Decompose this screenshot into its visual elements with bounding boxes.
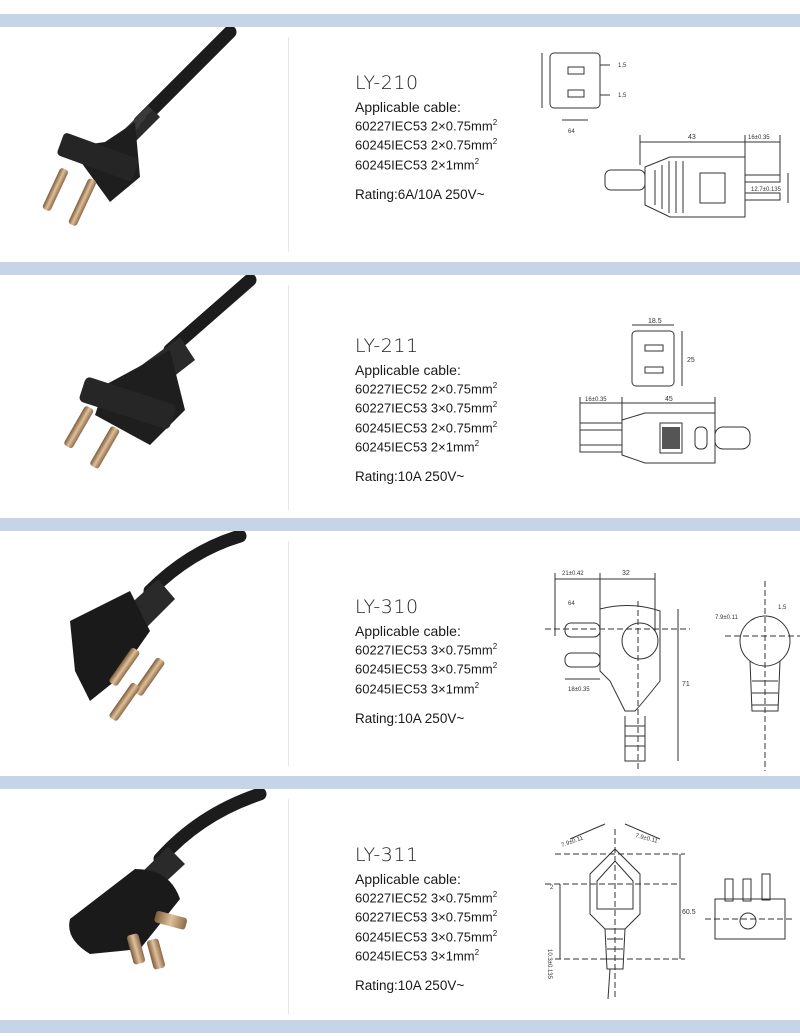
technical-drawing-ly-210: 1.5 1.5 64 43 16±0.35 12.7±0.135 xyxy=(541,52,789,218)
cable-line: 60227IEC52 2×0.75mm2 xyxy=(355,381,498,397)
applicable-label: Applicable cable: xyxy=(355,99,461,115)
dim-label: 16±0.35 xyxy=(748,135,770,141)
cable-line: 60245IEC53 3×1mm2 xyxy=(355,680,480,696)
spec-block: LY-210 Applicable cable: 60227IEC53 2×0.… xyxy=(355,72,497,202)
dim-label: 10.3±0.135 xyxy=(546,949,552,980)
cable-line: 60245IEC53 2×0.75mm2 xyxy=(355,419,498,435)
cable-line: 60245IEC53 3×0.75mm2 xyxy=(355,661,498,677)
cable-line: 60245IEC53 3×1mm2 xyxy=(355,947,480,964)
card-divider xyxy=(288,799,289,1014)
product-card-ly-210: LY-210 Applicable cable: 60227IEC53 2×0.… xyxy=(0,27,800,262)
dim-label: 16±0.35 xyxy=(585,397,607,403)
applicable-label: Applicable cable: xyxy=(355,871,461,887)
cable-line: 60227IEC53 2×0.75mm2 xyxy=(355,118,498,134)
dim-label: 60.5 xyxy=(682,909,696,916)
cable-line: 60227IEC53 3×0.75mm2 xyxy=(355,642,498,658)
dim-label: 18.5 xyxy=(648,318,662,325)
cable-line: 60245IEC53 2×0.75mm2 xyxy=(355,137,498,153)
separator-band xyxy=(0,262,800,275)
separator-band xyxy=(0,518,800,531)
dim-label: 21±0.42 xyxy=(562,571,584,577)
card-divider xyxy=(288,37,289,252)
rating: Rating:10A 250V~ xyxy=(355,710,465,726)
dim-label: 64 xyxy=(568,129,575,135)
rating: Rating:10A 250V~ xyxy=(355,978,465,994)
cable-line: 60245IEC53 2×1mm2 xyxy=(355,156,480,172)
plug-photo-ly-211 xyxy=(64,275,257,469)
dim-label: 1.5 xyxy=(618,63,627,69)
dim-label: 25 xyxy=(687,357,695,364)
dim-label: 71 xyxy=(682,681,690,688)
dim-label: 2 xyxy=(550,885,554,891)
cable-line: 60227IEC53 3×0.75mm2 xyxy=(355,909,498,925)
separator-band xyxy=(0,14,800,27)
cable-line: 60245IEC53 2×1mm2 xyxy=(355,438,480,455)
dim-label: 43 xyxy=(688,134,696,141)
technical-drawing-ly-211: 18.5 25 16±0.35 45 xyxy=(579,318,751,464)
model-name: LY-210 xyxy=(355,72,419,94)
spec-block: LY-211 Applicable cable: 60227IEC52 2×0.… xyxy=(355,335,497,484)
card-divider xyxy=(288,541,289,766)
dim-label: 1.5 xyxy=(778,605,787,611)
spec-block: LY-310 Applicable cable: 60227IEC53 3×0.… xyxy=(355,596,497,726)
cable-line: 60245IEC53 3×0.75mm2 xyxy=(355,928,498,944)
separator-band xyxy=(0,776,800,789)
technical-drawing-ly-310: 21±0.42 32 64 71 18±0.35 7.9±0.11 1.5 xyxy=(545,570,800,771)
dim-label: 7.9±0.11 xyxy=(634,833,658,845)
rating: Rating:6A/10A 250V~ xyxy=(355,186,485,202)
drawing-fill xyxy=(662,427,680,449)
plug-photo-ly-310 xyxy=(70,531,247,721)
product-card-ly-310: LY-310 Applicable cable: 60227IEC53 3×0.… xyxy=(0,531,800,776)
cable-line: 60227IEC53 3×0.75mm2 xyxy=(355,400,498,416)
dim-label: 12.7±0.135 xyxy=(751,187,782,193)
dim-label: 64 xyxy=(568,601,575,607)
applicable-label: Applicable cable: xyxy=(355,362,461,378)
model-name: LY-310 xyxy=(355,596,419,618)
dim-label: 1.5 xyxy=(618,93,627,99)
rating: Rating:10A 250V~ xyxy=(355,469,465,485)
dim-label: 7.9±0.11 xyxy=(715,615,739,621)
dim-label: 32 xyxy=(622,570,630,577)
product-card-ly-311: LY-311 Applicable cable: 60227IEC52 3×0.… xyxy=(0,789,800,1020)
cable-line: 60227IEC52 3×0.75mm2 xyxy=(355,890,498,906)
product-card-ly-211: LY-211 Applicable cable: 60227IEC52 2×0.… xyxy=(0,275,800,518)
plug-photo-ly-210 xyxy=(42,27,237,226)
technical-drawing-ly-311: 7.9±0.11 7.9±0.11 60.5 10.3±0.135 2 xyxy=(545,823,795,1000)
plug-photo-ly-311 xyxy=(69,789,267,970)
dim-label: 45 xyxy=(665,396,673,403)
applicable-label: Applicable cable: xyxy=(355,623,461,639)
model-name: LY-311 xyxy=(355,844,419,866)
dim-label: 7.9±0.11 xyxy=(561,835,585,849)
spec-block: LY-311 Applicable cable: 60227IEC52 3×0.… xyxy=(355,844,497,993)
model-name: LY-211 xyxy=(355,335,419,357)
separator-band xyxy=(0,1020,800,1033)
dim-label: 18±0.35 xyxy=(568,687,590,693)
card-divider xyxy=(288,285,289,510)
